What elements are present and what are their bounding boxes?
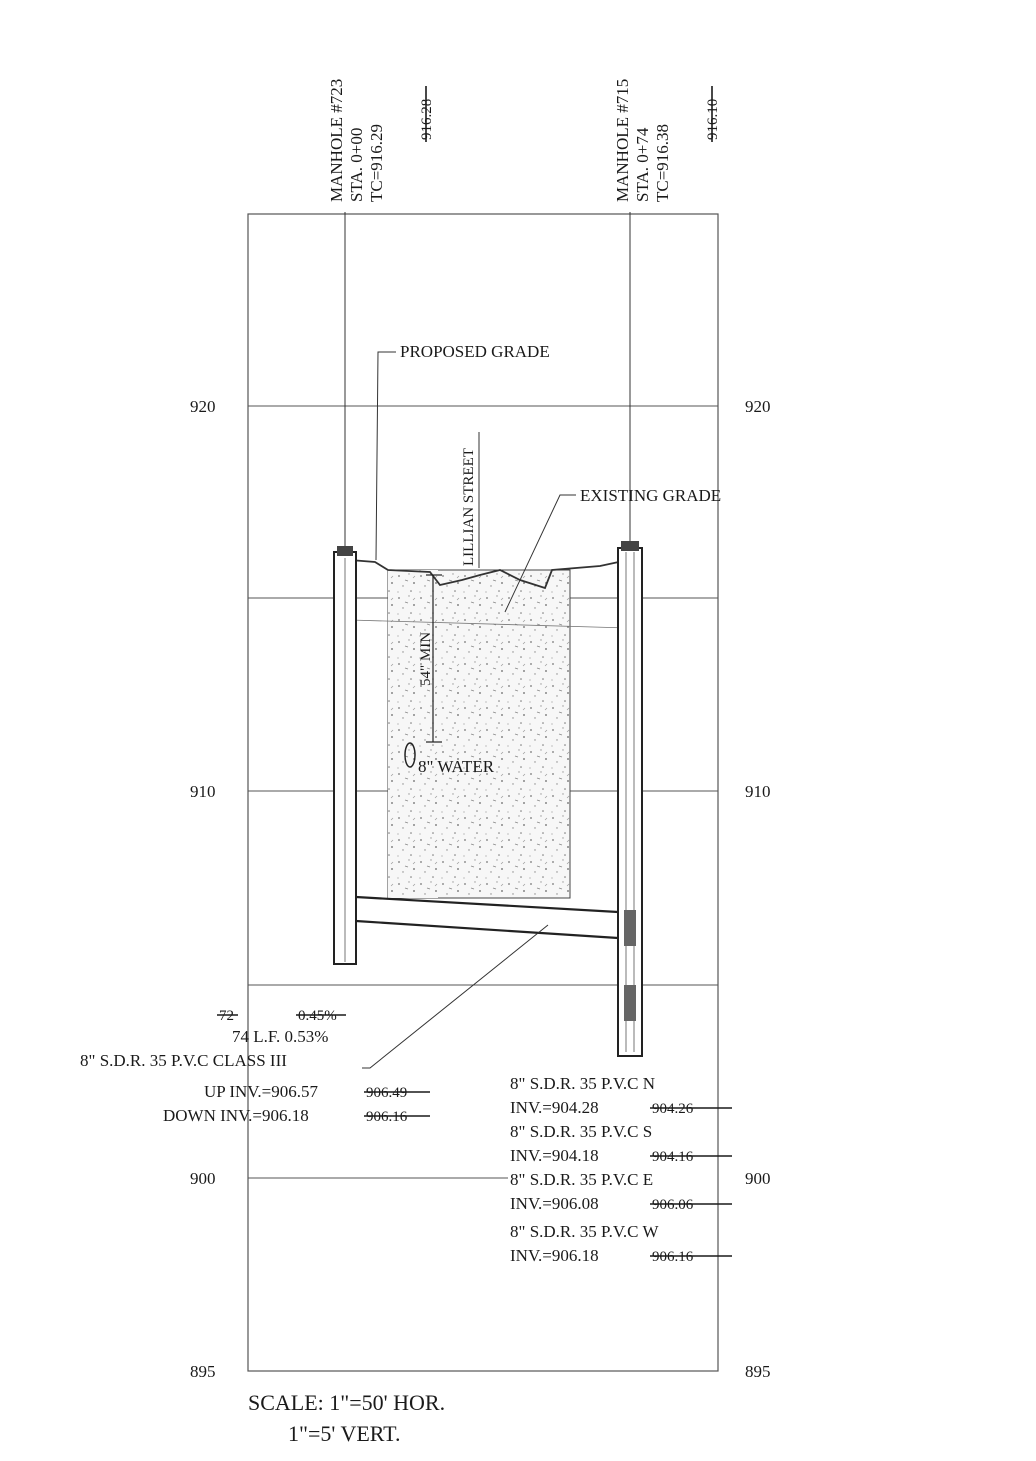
elev-right-900: 900	[745, 1169, 771, 1188]
manhole-715-name: MANHOLE #715	[613, 79, 632, 202]
manhole-715-header: MANHOLE #715 STA. 0+74 TC=916.38 916.10	[613, 79, 721, 202]
elev-right-895: 895	[745, 1362, 771, 1381]
pipe-e-inv: INV.=906.08	[510, 1194, 599, 1213]
scale-horizontal: SCALE: 1"=50' HOR.	[248, 1390, 445, 1415]
pipe-s-label: 8" S.D.R. 35 P.V.C S	[510, 1122, 652, 1141]
scale-vertical: 1"=5' VERT.	[288, 1421, 400, 1446]
pipe-run-old-length: 72	[219, 1008, 234, 1024]
pipe-run-material: 8" S.D.R. 35 P.V.C CLASS III	[80, 1051, 287, 1070]
min-cover-label: 54" MIN	[418, 632, 434, 686]
elev-right-910: 910	[745, 782, 771, 801]
proposed-grade-label: PROPOSED GRADE	[400, 342, 550, 361]
pipe-w-label: 8" S.D.R. 35 P.V.C W	[510, 1222, 659, 1241]
pipe-e-label: 8" S.D.R. 35 P.V.C E	[510, 1170, 653, 1189]
existing-grade-label: EXISTING GRADE	[580, 486, 721, 505]
pipe-n-inv: INV.=904.28	[510, 1098, 599, 1117]
manhole-pipe-inverts: 8" S.D.R. 35 P.V.C N INV.=904.28 904.26 …	[510, 1074, 732, 1265]
trench-fill-left	[388, 570, 438, 898]
pipe-run-up-inv-old: 906.49	[366, 1085, 407, 1101]
pipe-w-inv: INV.=906.18	[510, 1246, 599, 1265]
elev-left-910: 910	[190, 782, 216, 801]
manhole-723-station: STA. 0+00	[347, 128, 366, 202]
proposed-grade-leader	[375, 351, 396, 561]
manhole-723-header: MANHOLE #723 STA. 0+00 TC=916.29 916.28	[327, 79, 435, 202]
pipe-run-old-slope: 0.45%	[298, 1008, 337, 1024]
manhole-715-station: STA. 0+74	[633, 127, 652, 202]
pipe-n-inv-old: 904.26	[652, 1101, 694, 1117]
manhole-715-structure	[617, 541, 643, 1057]
manhole-715-tc-old: 916.10	[705, 99, 721, 140]
elev-left-920: 920	[190, 397, 216, 416]
water-main	[404, 574, 442, 768]
water-label: 8" WATER	[418, 757, 495, 776]
profile-frame	[247, 213, 719, 1372]
pipe-run-length-slope: 74 L.F. 0.53%	[232, 1027, 328, 1046]
sewer-pipe	[355, 895, 619, 940]
pipe-run-down-inv-old: 906.16	[366, 1109, 408, 1125]
pipe-w-inv-old: 906.16	[652, 1249, 694, 1265]
pipe-run-annotation: 72 0.45% 74 L.F. 0.53% 8" S.D.R. 35 P.V.…	[80, 924, 549, 1125]
manhole-715-tc: TC=916.38	[653, 124, 672, 202]
ground-surface	[349, 559, 629, 590]
existing-subgrade-line	[349, 619, 629, 629]
pipe-run-up-inv: UP INV.=906.57	[204, 1082, 318, 1101]
manhole-723-tc-old: 916.28	[419, 99, 435, 140]
manhole-723-name: MANHOLE #723	[327, 79, 346, 202]
pipe-run-down-inv: DOWN INV.=906.18	[163, 1106, 309, 1125]
elev-left-895: 895	[190, 1362, 216, 1381]
pipe-e-inv-old: 906.06	[652, 1197, 694, 1213]
pipe-s-inv: INV.=904.18	[510, 1146, 599, 1165]
elev-right-920: 920	[745, 397, 771, 416]
existing-grade-leader	[504, 494, 576, 613]
manhole-723-tc: TC=916.29	[367, 124, 386, 202]
pipe-s-inv-old: 904.16	[652, 1149, 694, 1165]
street-label: LILLIAN STREET	[461, 448, 477, 566]
manhole-723-structure	[333, 546, 357, 965]
pipe-n-label: 8" S.D.R. 35 P.V.C N	[510, 1074, 655, 1093]
elev-left-900: 900	[190, 1169, 216, 1188]
